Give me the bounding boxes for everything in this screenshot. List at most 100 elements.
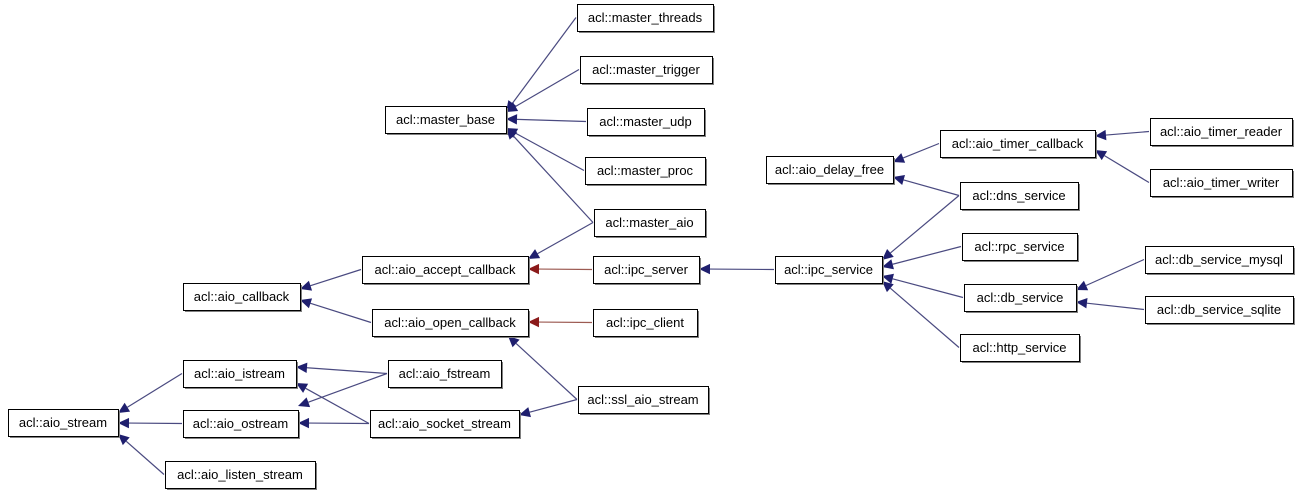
node-inner-highlight: [581, 389, 706, 411]
node-box[interactable]: [585, 157, 706, 185]
class-node-aio_accept_callback[interactable]: acl::aio_accept_callback: [362, 256, 531, 286]
node-inner-highlight: [580, 7, 711, 29]
node-box[interactable]: [593, 309, 698, 337]
edge-aio_timer_callback-to-aio_delay_free: [893, 142, 940, 163]
class-node-db_service_mysql[interactable]: acl::db_service_mysql: [1145, 246, 1296, 276]
inheritance-arrowhead-icon: [882, 281, 894, 293]
node-label: acl::aio_open_callback: [384, 315, 516, 330]
class-node-aio_delay_free[interactable]: acl::aio_delay_free: [766, 156, 896, 186]
class-node-aio_timer_callback[interactable]: acl::aio_timer_callback: [940, 130, 1098, 160]
edge-master_aio-to-aio_accept_callback: [528, 221, 594, 259]
class-node-master_udp[interactable]: acl::master_udp: [587, 108, 707, 138]
node-box[interactable]: [960, 182, 1079, 210]
node-box[interactable]: [960, 334, 1080, 362]
class-node-aio_stream[interactable]: acl::aio_stream: [8, 409, 121, 439]
node-label: acl::db_service_mysql: [1155, 252, 1283, 267]
node-box[interactable]: [362, 256, 529, 284]
node-box[interactable]: [593, 256, 700, 284]
node-box[interactable]: [385, 106, 507, 134]
node-box[interactable]: [1150, 118, 1293, 146]
node-box[interactable]: [183, 410, 299, 438]
edge-layer: [118, 17, 1150, 475]
node-box[interactable]: [587, 108, 705, 136]
inheritance-arrowhead-icon: [893, 174, 905, 185]
node-inner-highlight: [778, 259, 880, 281]
node-box[interactable]: [8, 409, 119, 437]
node-box[interactable]: [766, 156, 894, 184]
edge-line: [308, 372, 388, 403]
node-box[interactable]: [964, 284, 1077, 312]
edge-aio_accept_callback-to-aio_callback: [300, 268, 362, 291]
node-box[interactable]: [962, 233, 1078, 261]
edge-ipc_server-to-aio_accept_callback: [528, 263, 593, 275]
class-node-dns_service[interactable]: acl::dns_service: [960, 182, 1081, 212]
node-box[interactable]: [372, 309, 529, 337]
class-node-aio_fstream[interactable]: acl::aio_fstream: [388, 360, 504, 390]
class-node-ipc_service[interactable]: acl::ipc_service: [775, 256, 885, 286]
node-box[interactable]: [370, 410, 520, 438]
class-node-master_threads[interactable]: acl::master_threads: [577, 4, 716, 34]
edge-line: [892, 245, 962, 265]
node-box[interactable]: [775, 256, 883, 284]
inheritance-arrowhead-icon: [506, 101, 519, 112]
edge-aio_listen_stream-to-aio_stream: [118, 434, 165, 475]
edge-line: [1085, 258, 1145, 287]
class-node-aio_timer_writer[interactable]: acl::aio_timer_writer: [1150, 169, 1295, 199]
class-node-http_service[interactable]: acl::http_service: [960, 334, 1082, 364]
edge-ipc_service-to-ipc_server: [699, 263, 775, 275]
node-box[interactable]: [388, 360, 502, 388]
node-box[interactable]: [578, 386, 709, 414]
node-layer: acl::master_threadsacl::master_triggerac…: [8, 4, 1296, 491]
class-node-aio_timer_reader[interactable]: acl::aio_timer_reader: [1150, 118, 1295, 148]
node-box[interactable]: [183, 283, 301, 311]
edge-db_service-to-ipc_service: [882, 273, 964, 299]
edge-line: [512, 17, 577, 104]
class-node-aio_ostream[interactable]: acl::aio_ostream: [183, 410, 301, 440]
class-node-ssl_aio_stream[interactable]: acl::ssl_aio_stream: [578, 386, 711, 416]
edge-master_trigger-to-master_base: [506, 68, 580, 112]
class-node-aio_open_callback[interactable]: acl::aio_open_callback: [372, 309, 531, 339]
inheritance-arrowhead-icon: [1095, 150, 1108, 161]
inheritance-arrowhead-icon: [508, 336, 520, 348]
inheritance-arrowhead-icon: [1076, 298, 1088, 309]
node-inner-highlight: [365, 259, 526, 281]
node-box[interactable]: [165, 461, 316, 489]
class-node-master_proc[interactable]: acl::master_proc: [585, 157, 708, 187]
node-label: acl::master_proc: [597, 163, 694, 178]
class-node-db_service_sqlite[interactable]: acl::db_service_sqlite: [1145, 296, 1296, 326]
edge-aio_open_callback-to-aio_callback: [300, 298, 372, 324]
node-box[interactable]: [1145, 246, 1294, 274]
node-label: acl::aio_stream: [19, 415, 107, 430]
node-box[interactable]: [183, 360, 297, 388]
class-node-rpc_service[interactable]: acl::rpc_service: [962, 233, 1080, 263]
inheritance-arrowhead-icon: [298, 397, 311, 408]
edge-line: [890, 195, 960, 254]
inheritance-arrowhead-icon: [882, 259, 894, 270]
node-label: acl::aio_timer_writer: [1163, 175, 1280, 190]
node-label: acl::master_udp: [599, 114, 692, 129]
class-node-aio_socket_stream[interactable]: acl::aio_socket_stream: [370, 410, 522, 440]
class-node-aio_listen_stream[interactable]: acl::aio_listen_stream: [165, 461, 318, 491]
edge-master_proc-to-master_base: [506, 128, 585, 172]
node-box[interactable]: [580, 56, 713, 84]
class-node-master_trigger[interactable]: acl::master_trigger: [580, 56, 715, 86]
class-node-master_aio[interactable]: acl::master_aio: [594, 209, 708, 239]
class-node-master_base[interactable]: acl::master_base: [385, 106, 509, 136]
edge-master_aio-to-master_base: [506, 128, 594, 223]
node-box[interactable]: [940, 130, 1096, 158]
class-node-aio_istream[interactable]: acl::aio_istream: [183, 360, 299, 390]
node-label: acl::ipc_service: [784, 262, 873, 277]
inheritance-arrowhead-icon: [528, 249, 541, 259]
node-box[interactable]: [594, 209, 706, 237]
node-inner-highlight: [186, 413, 296, 435]
class-node-ipc_server[interactable]: acl::ipc_server: [593, 256, 702, 286]
node-inner-highlight: [186, 286, 298, 308]
class-node-db_service[interactable]: acl::db_service: [964, 284, 1079, 314]
usage-arrowhead-icon: [528, 263, 540, 275]
class-node-aio_callback[interactable]: acl::aio_callback: [183, 283, 303, 313]
node-box[interactable]: [1150, 169, 1293, 197]
node-box[interactable]: [1145, 296, 1294, 324]
class-node-ipc_client[interactable]: acl::ipc_client: [593, 309, 700, 339]
node-box[interactable]: [577, 4, 714, 32]
